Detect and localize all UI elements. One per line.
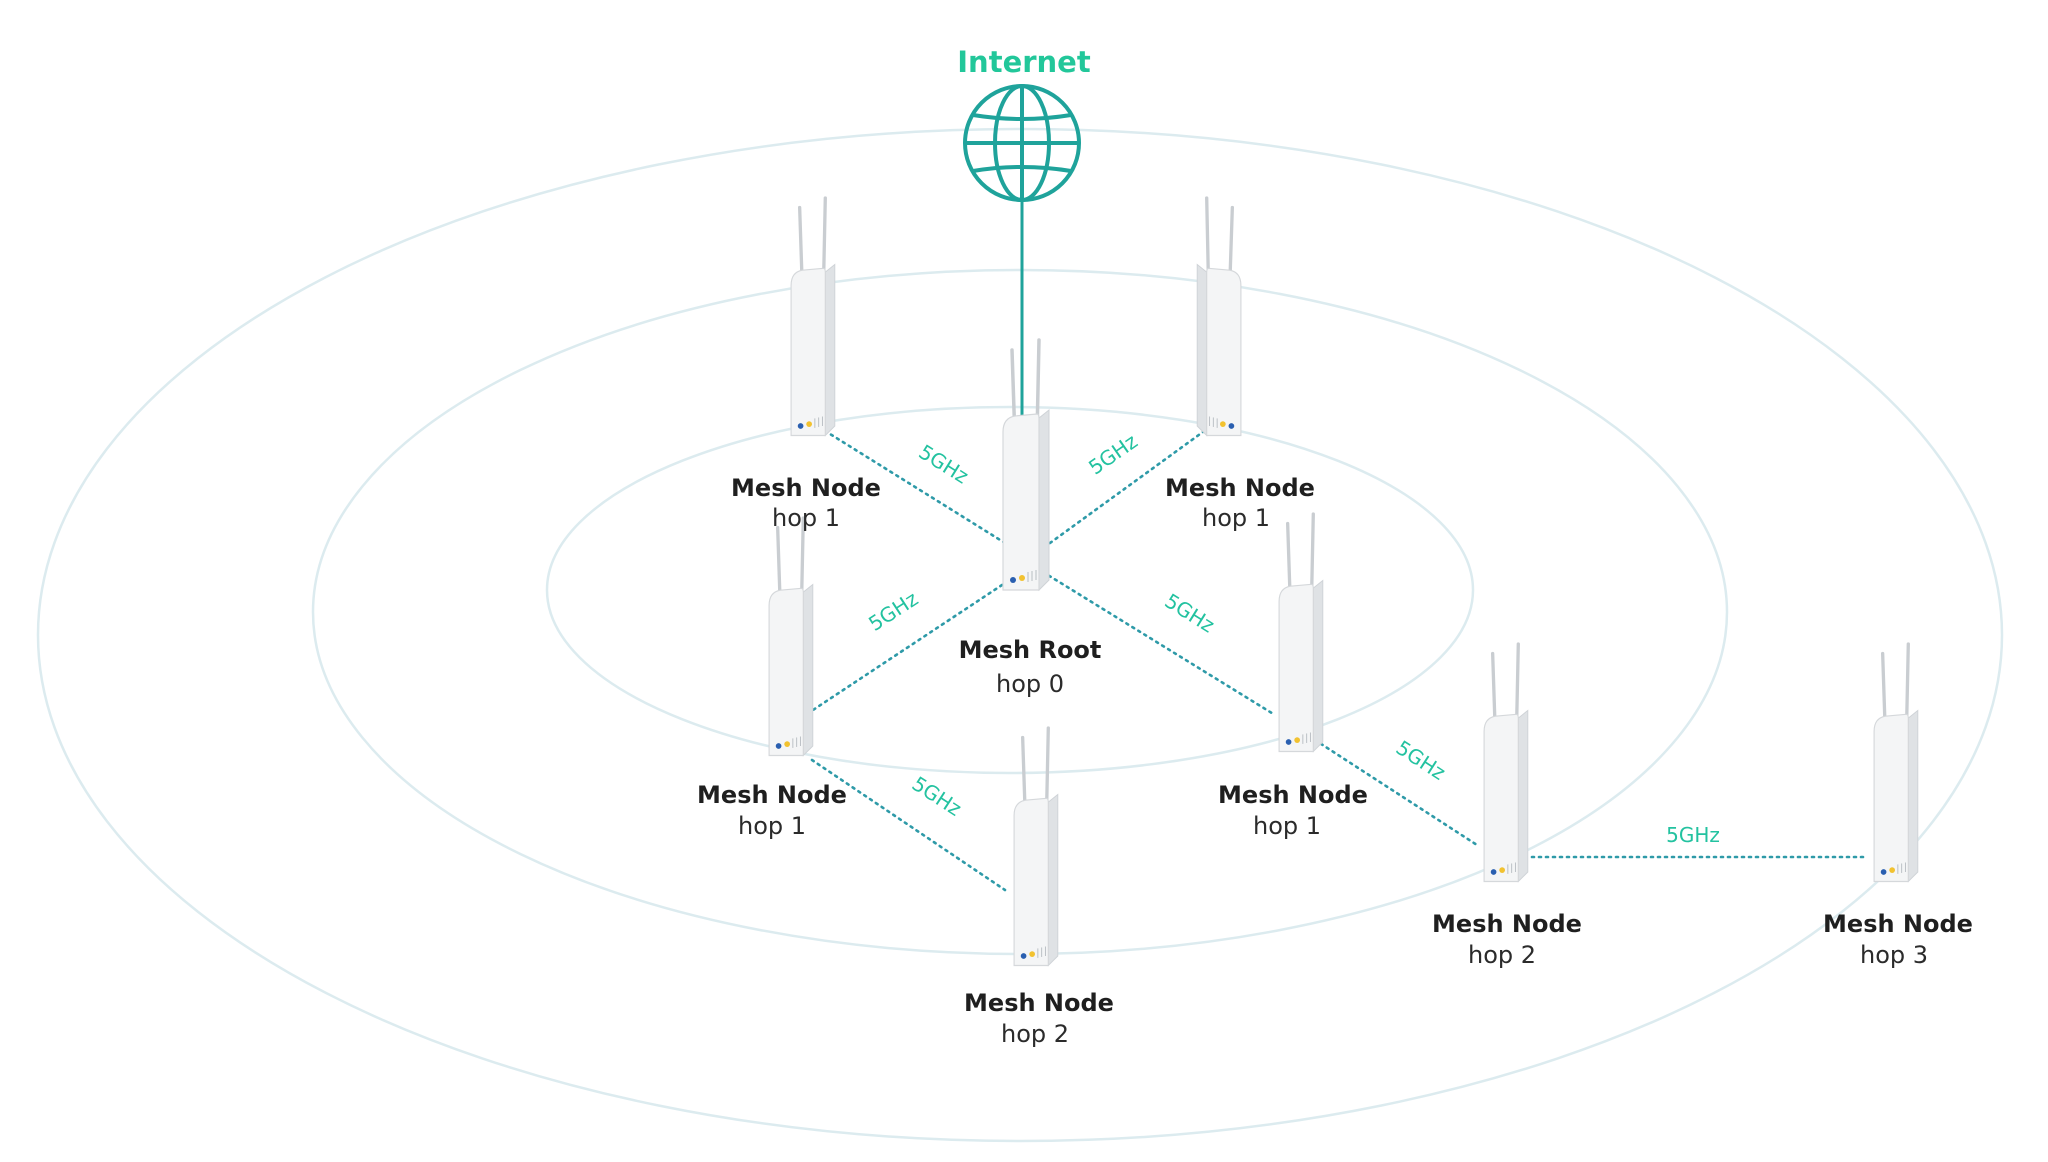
node-hop: hop 1 <box>1202 504 1270 532</box>
node-title: Mesh Node <box>964 989 1114 1017</box>
access-point-icon <box>1195 196 1243 438</box>
wireless-links <box>810 419 1869 892</box>
internet-label: Internet <box>957 45 1091 79</box>
node-hop: hop 2 <box>1468 941 1536 969</box>
access-point-icon <box>789 196 837 438</box>
node-n3: Mesh Node hop 1 <box>697 781 847 840</box>
link-root-n3 <box>811 583 1004 712</box>
internet-node: Internet <box>957 45 1091 202</box>
node-hop: hop 3 <box>1860 941 1928 969</box>
node-hop: hop 0 <box>996 670 1064 698</box>
access-point-icon <box>767 516 815 758</box>
node-n2: Mesh Node hop 1 <box>1165 474 1315 532</box>
node-n7: Mesh Node hop 3 <box>1823 910 1973 969</box>
node-n1: Mesh Node hop 1 <box>731 474 881 532</box>
band-label-n4-n6: 5GHz <box>1392 735 1450 784</box>
link-root-n1 <box>812 422 1007 545</box>
band-label-root-n4: 5GHz <box>1161 589 1219 638</box>
node-labels: Mesh Root hop 0 Mesh Node hop 1 Mesh Nod… <box>697 474 1973 1048</box>
link-n3-n5 <box>810 758 1007 892</box>
access-point-icon <box>1012 726 1060 968</box>
node-hop: hop 1 <box>1253 812 1321 840</box>
node-hop: hop 2 <box>1001 1020 1069 1048</box>
access-points <box>767 196 1920 968</box>
access-point-icon <box>1482 642 1530 884</box>
node-title: Mesh Node <box>1165 474 1315 502</box>
link-root-n2 <box>1048 419 1220 545</box>
node-title: Mesh Node <box>1823 910 1973 938</box>
band-label-root-n3: 5GHz <box>864 586 922 635</box>
band-label-n6-n7: 5GHz <box>1666 823 1720 847</box>
node-hop: hop 1 <box>772 504 840 532</box>
node-title: Mesh Node <box>1432 910 1582 938</box>
node-title: Mesh Node <box>731 474 881 502</box>
node-n6: Mesh Node hop 2 <box>1432 910 1582 969</box>
band-label-root-n2: 5GHz <box>1084 429 1142 479</box>
band-label-n3-n5: 5GHz <box>908 771 966 820</box>
node-root: Mesh Root hop 0 <box>959 636 1102 698</box>
coverage-ring-hop-0 <box>545 405 1475 775</box>
node-title: Mesh Node <box>1218 781 1368 809</box>
access-point-icon <box>1872 642 1920 884</box>
node-n4: Mesh Node hop 1 <box>1218 781 1368 840</box>
access-point-icon <box>1277 512 1325 754</box>
band-label-root-n1: 5GHz <box>915 440 973 489</box>
node-n5: Mesh Node hop 2 <box>964 989 1114 1048</box>
access-point-icon <box>1001 338 1051 592</box>
globe-icon <box>963 84 1081 202</box>
link-root-n4 <box>1041 570 1277 717</box>
node-hop: hop 1 <box>738 812 806 840</box>
link-n4-n6 <box>1313 738 1479 847</box>
node-title: Mesh Root <box>959 636 1102 664</box>
node-title: Mesh Node <box>697 781 847 809</box>
